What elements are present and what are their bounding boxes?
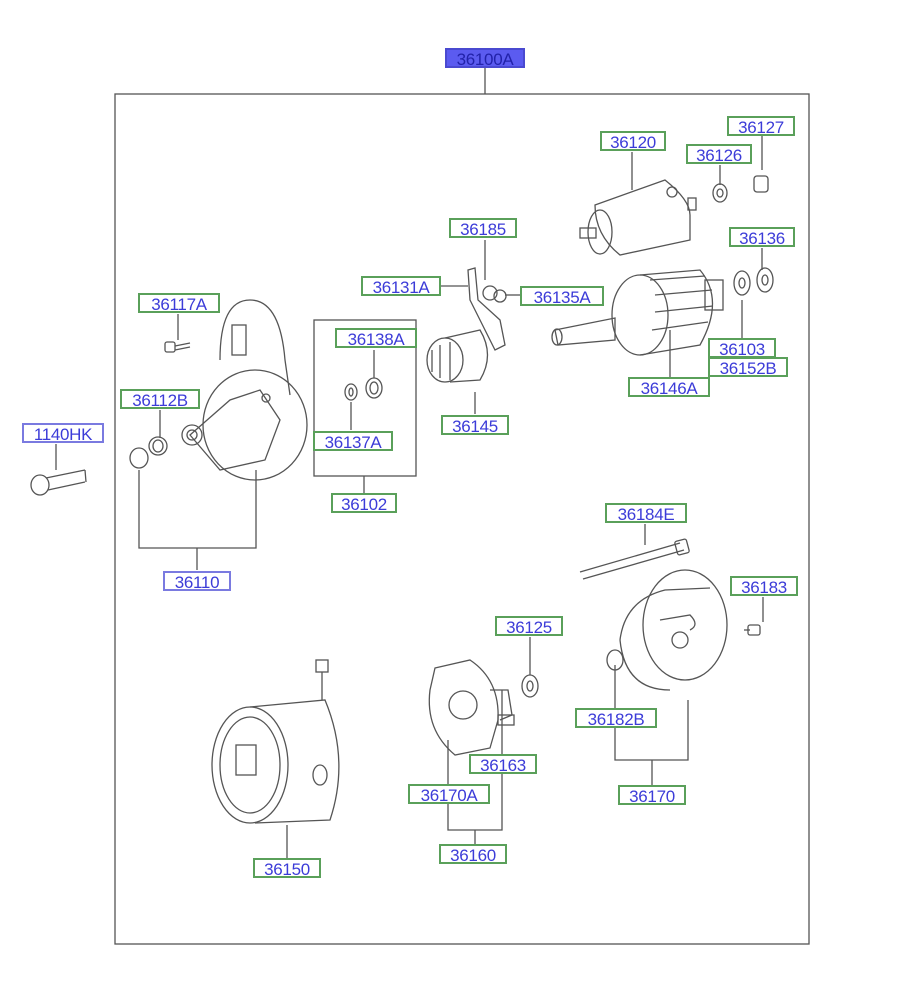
lever-drawing (426, 267, 507, 383)
assembly-frame (114, 93, 810, 945)
part-label-36135a[interactable]: 36135A (520, 286, 604, 307)
brush-holder-drawing (428, 659, 515, 756)
part-label-36145[interactable]: 36145 (441, 415, 509, 436)
part-label-36163[interactable]: 36163 (469, 754, 537, 775)
part-label-36138a[interactable]: 36138A (335, 328, 417, 349)
part-label-36125[interactable]: 36125 (495, 616, 563, 637)
part-label-36136[interactable]: 36136 (729, 227, 795, 248)
part-label-36146a[interactable]: 36146A (628, 377, 710, 398)
part-label-36170[interactable]: 36170 (618, 785, 686, 806)
long-bolt-drawing (579, 538, 690, 580)
part-label-36137a[interactable]: 36137A (313, 431, 393, 452)
part-label-36182b[interactable]: 36182B (575, 708, 657, 729)
part-label-36152b[interactable]: 36152B (708, 357, 788, 378)
rear-cover-drawing (606, 569, 728, 691)
part-label-36103[interactable]: 36103 (708, 338, 776, 359)
part-label-36170a[interactable]: 36170A (408, 784, 490, 805)
part-label-36184e[interactable]: 36184E (605, 503, 687, 524)
part-label-36185[interactable]: 36185 (449, 218, 517, 239)
part-label-1140hk[interactable]: 1140HK (22, 423, 104, 444)
part-label-36150[interactable]: 36150 (253, 858, 321, 879)
bolt-1140hk-drawing (30, 469, 87, 496)
part-label-36183[interactable]: 36183 (730, 576, 798, 597)
part-label-36117a[interactable]: 36117A (138, 293, 220, 314)
part-label-36131a[interactable]: 36131A (361, 276, 441, 297)
part-label-36160[interactable]: 36160 (439, 844, 507, 865)
part-label-36110[interactable]: 36110 (163, 571, 231, 592)
yoke-drawing (211, 659, 340, 824)
part-label-36120[interactable]: 36120 (600, 131, 666, 152)
assembly-part-label[interactable]: 36100A (445, 48, 525, 69)
solenoid-drawing (579, 179, 697, 256)
front-housing-drawing (129, 299, 308, 481)
part-label-36127[interactable]: 36127 (727, 116, 795, 137)
bolt-36117a-drawing (164, 341, 191, 353)
armature-drawing (551, 269, 724, 356)
part-label-36126[interactable]: 36126 (686, 144, 752, 165)
part-label-36112b[interactable]: 36112B (120, 389, 200, 410)
part-label-36102[interactable]: 36102 (331, 493, 397, 514)
